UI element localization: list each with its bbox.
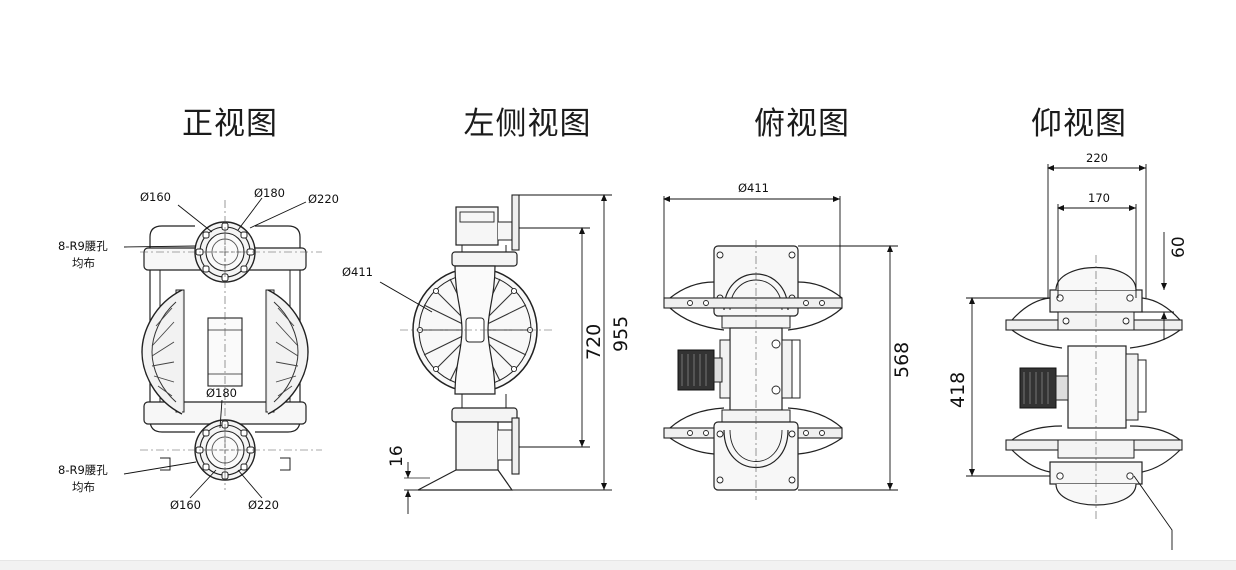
bottom-view-labels: 220 170 60 418 [947,151,1189,408]
top-dim-height: 568 [891,342,913,378]
left-dim-16: 16 [387,445,407,467]
left-view [379,194,612,491]
bottom-dim-170: 170 [1088,191,1110,205]
bottom-dim-60: 60 [1169,236,1189,258]
front-view-dimensions: Ø160 Ø180 Ø220 8-R9腰孔 均布 Ø180 8-R9腰孔 均布 … [58,186,339,512]
front-dim-bottom-inner: Ø160 [170,498,201,512]
left-view-title: 左侧视图 [463,106,592,142]
front-dim-top-mid: Ø180 [254,186,285,200]
top-view-dimensions [663,196,898,491]
front-holes-bottom-line2: 均布 [72,480,95,494]
front-view [123,197,322,499]
left-dim-diameter: Ø411 [342,265,373,279]
top-dim-width: Ø411 [738,181,769,195]
front-dim-bottom-mid: Ø180 [206,386,237,400]
bottom-view-title: 仰视图 [1031,106,1127,142]
front-dim-bottom-outer: Ø220 [248,498,279,512]
top-view [663,240,843,500]
front-holes-top-line1: 8-R9腰孔 [58,239,108,253]
front-dim-top-outer: Ø220 [308,192,339,206]
bottom-dim-418: 418 [947,372,969,408]
left-view-labels: Ø411 720 955 16 [342,265,632,467]
front-view-title: 正视图 [182,106,278,142]
front-dim-top-inner: Ø160 [140,190,171,204]
bottom-divider [0,560,1236,570]
front-holes-top-line2: 均布 [72,256,95,270]
top-view-labels: Ø411 568 [738,181,913,378]
bottom-view [1005,255,1183,550]
top-view-title: 俯视图 [754,106,850,142]
left-dim-720: 720 [583,324,605,360]
bottom-view-dimensions [966,164,1174,477]
left-view-dimensions [405,194,612,514]
bottom-dim-220: 220 [1086,151,1108,165]
front-holes-bottom-line1: 8-R9腰孔 [58,463,108,477]
left-dim-955: 955 [610,316,632,352]
